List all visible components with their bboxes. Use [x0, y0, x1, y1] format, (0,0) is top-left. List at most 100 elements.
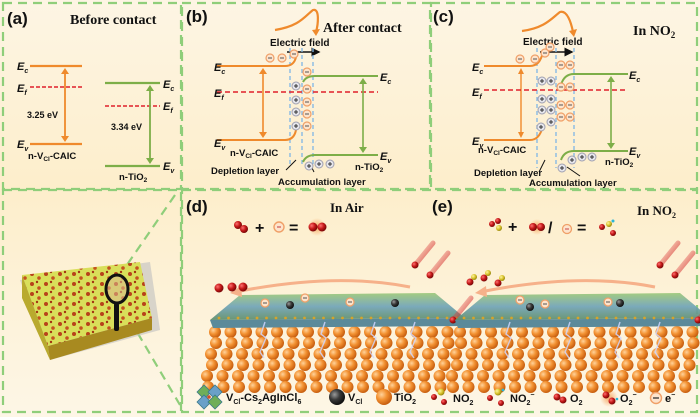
tio2-sphere: [380, 337, 393, 349]
electric-field-label-b: Electric field: [270, 38, 329, 49]
legend-label-vacancy: VCl: [348, 392, 362, 406]
magnifier-icon: [104, 273, 130, 331]
tio2-sphere: [349, 337, 362, 349]
cavc-valence-band-b: [217, 129, 297, 141]
tio2-sphere: [419, 381, 431, 393]
tio2-sphere: [423, 359, 435, 371]
tio2-sphere: [379, 326, 392, 338]
tio2-sphere: [586, 381, 599, 393]
lattice-atom: [236, 316, 240, 320]
electron-charge-icon: [260, 298, 270, 308]
electron-charge-icon: [277, 53, 287, 63]
tio2-sphere: [442, 337, 455, 349]
tio2-sphere: [462, 381, 475, 393]
tio2-gap-value: 3.34 eV: [111, 122, 142, 132]
no2-molecule-icon: [431, 388, 447, 405]
tio2-sphere: [396, 337, 408, 349]
tio2-sphere: [232, 370, 244, 382]
tio2-sphere: [360, 348, 372, 360]
lattice-atom: [472, 316, 475, 320]
zoom-line-top: [119, 194, 176, 276]
tio2-sphere: [299, 359, 311, 371]
legend-label-tio2: TiO2: [394, 392, 416, 406]
panel-d-tag: (d): [186, 197, 208, 216]
lattice-atom: [312, 316, 316, 320]
charge-transfer-spark: [409, 321, 417, 359]
gas-incoming-trail: [657, 240, 681, 268]
hole-charge-icon: [546, 105, 556, 115]
tio2-sphere: [455, 337, 467, 349]
perovskite-layer: [210, 293, 465, 320]
accumulation-pointer-c: [566, 166, 581, 177]
svg-text:Ev: Ev: [17, 139, 29, 153]
no2-ion-molecule-icon: [599, 219, 616, 236]
accumulation-label-c: Accumulation layer: [529, 178, 617, 189]
tio2-sphere: [303, 337, 315, 349]
tio2-sphere: [426, 326, 438, 338]
tio2-sphere: [329, 348, 341, 360]
tio2-sphere: [356, 370, 368, 382]
tio2-sphere: [532, 337, 545, 349]
tio2-sphere: [388, 381, 400, 393]
panel-d-title: In Air: [330, 200, 364, 215]
electron-charge-icon: [530, 54, 540, 64]
lattice-atom: [246, 316, 249, 320]
tio2-sphere: [395, 326, 407, 338]
tio2-sphere: [375, 348, 388, 360]
tio2-sphere: [486, 337, 498, 349]
tio2-sphere: [543, 348, 555, 360]
tio2-sphere: [558, 348, 571, 360]
lattice-atom: [519, 316, 523, 320]
no2-ion-molecule-icon: [487, 388, 505, 406]
no2-atom: [494, 279, 502, 287]
electron-flow-arrowhead: [475, 286, 487, 297]
tio2-sphere: [469, 326, 482, 338]
charge-transfer-spark: [259, 321, 267, 359]
no2-atom: [471, 274, 477, 280]
panel-b: (b) After contact Electric field Ec Ef E…: [186, 7, 402, 188]
ev-label-c-left: Ev: [472, 136, 484, 150]
lattice-atom: [614, 316, 618, 320]
tio2-sphere: [641, 337, 653, 349]
lattice-atom: [605, 316, 608, 320]
tio2-conduction-band-b: [302, 75, 378, 83]
ev-label-b-right: Ev: [380, 151, 392, 165]
vacancy-sphere: [391, 299, 399, 307]
tio2-sphere: [406, 348, 419, 360]
electron-flow-arrow: [479, 279, 656, 294]
tio2-sphere: [410, 326, 423, 338]
tio2-sphere: [497, 359, 510, 371]
tio2-sphere: [241, 337, 253, 349]
tio2-sphere: [278, 370, 291, 382]
lattice-atom: [624, 316, 627, 320]
hole-charge-icon: [546, 117, 556, 127]
charges-c: [515, 42, 597, 173]
lattice-atom: [481, 316, 485, 320]
tio2-sphere: [240, 326, 252, 338]
vacancy-sphere-icon: [329, 389, 345, 405]
svg-text:Ef: Ef: [163, 101, 173, 115]
tio2-sphere: [309, 370, 322, 382]
electron-charge-icon: [565, 82, 575, 92]
lattice-atom: [652, 316, 656, 320]
hole-charge-icon: [557, 163, 567, 173]
electron-flow-arrow: [234, 279, 411, 294]
tio2-sphere: [205, 348, 217, 360]
tio2-sphere: [371, 370, 384, 382]
cavc-material-label-b: n-VCl-CAIC: [230, 148, 278, 160]
lattice-atom: [671, 316, 675, 320]
legend-label-electron: e−: [665, 392, 675, 405]
tio2-sphere: [333, 326, 345, 338]
hole-charge-icon: [291, 81, 301, 91]
tio2-sphere: [492, 370, 505, 382]
tio2-sphere: [625, 337, 638, 349]
panel-e: (e) In NO2 + / =: [432, 197, 700, 393]
charge-transfer-spark: [504, 321, 512, 359]
tio2-material-label-c: n-TiO2: [605, 157, 634, 169]
tio2-sphere: [286, 326, 299, 338]
electron-charge-icon: [556, 60, 566, 70]
tio2-sphere: [610, 337, 622, 349]
ec-label-c-left: Ec: [472, 62, 483, 76]
electron-charge-icon: [515, 54, 525, 64]
electron-charge-icon: [289, 49, 299, 59]
